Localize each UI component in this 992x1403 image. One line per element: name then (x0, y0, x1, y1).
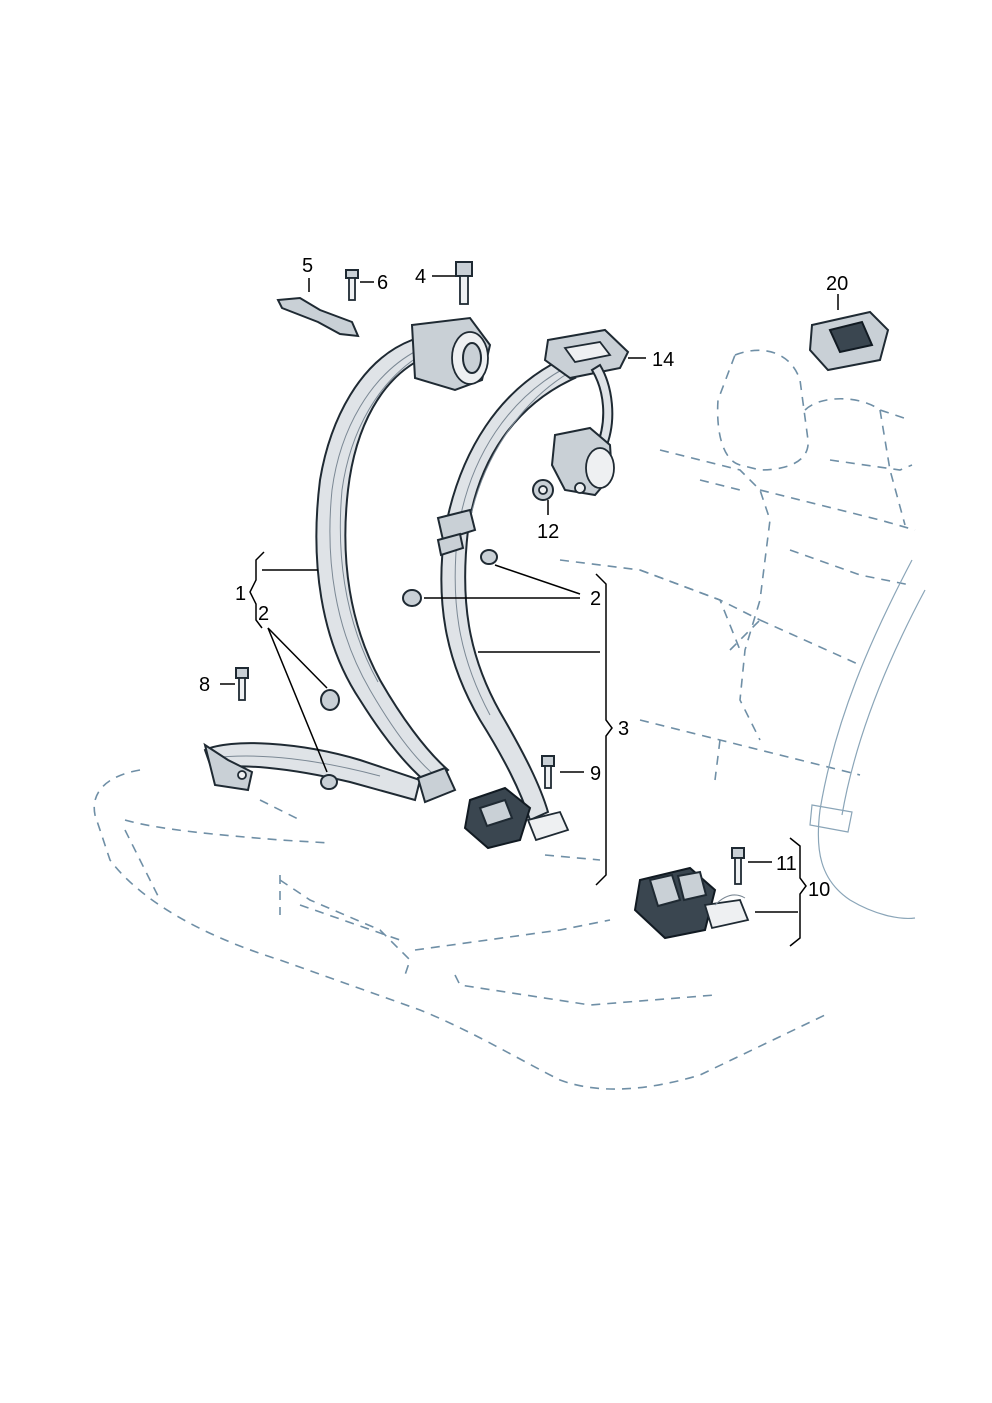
seat-belt-right (436, 328, 630, 850)
callout-20: 20 (826, 273, 848, 295)
callout-4: 4 (415, 266, 426, 288)
seat-belt-left (203, 316, 492, 804)
bolt-part-4 (455, 261, 473, 305)
callout-2-left: 2 (258, 603, 269, 625)
callout-10: 10 (808, 879, 830, 901)
screw-part-8 (235, 667, 249, 701)
callout-8: 8 (199, 674, 210, 696)
callout-11: 11 (776, 853, 797, 875)
bracket-part-5 (276, 296, 360, 338)
callout-5: 5 (302, 255, 313, 277)
callout-2-right: 2 (590, 588, 601, 610)
screw-part-11 (731, 847, 745, 885)
callout-9: 9 (590, 763, 601, 785)
seat-outline (93, 349, 926, 1090)
buckle-assembly (633, 866, 750, 940)
cap-part-2 (320, 549, 498, 790)
callout-3: 3 (618, 718, 629, 740)
callout-6: 6 (377, 272, 388, 294)
leader-lines (220, 275, 839, 947)
screw-part-9 (541, 755, 555, 789)
callout-12: 12 (537, 521, 559, 543)
switch-part-20 (808, 310, 890, 372)
callout-1: 1 (235, 583, 246, 605)
callout-labels: 5 6 4 20 14 12 1 2 2 8 3 9 11 10 (199, 255, 848, 901)
bolt-part-6 (345, 269, 359, 301)
nut-part-12 (532, 479, 554, 501)
callout-14: 14 (652, 349, 674, 371)
